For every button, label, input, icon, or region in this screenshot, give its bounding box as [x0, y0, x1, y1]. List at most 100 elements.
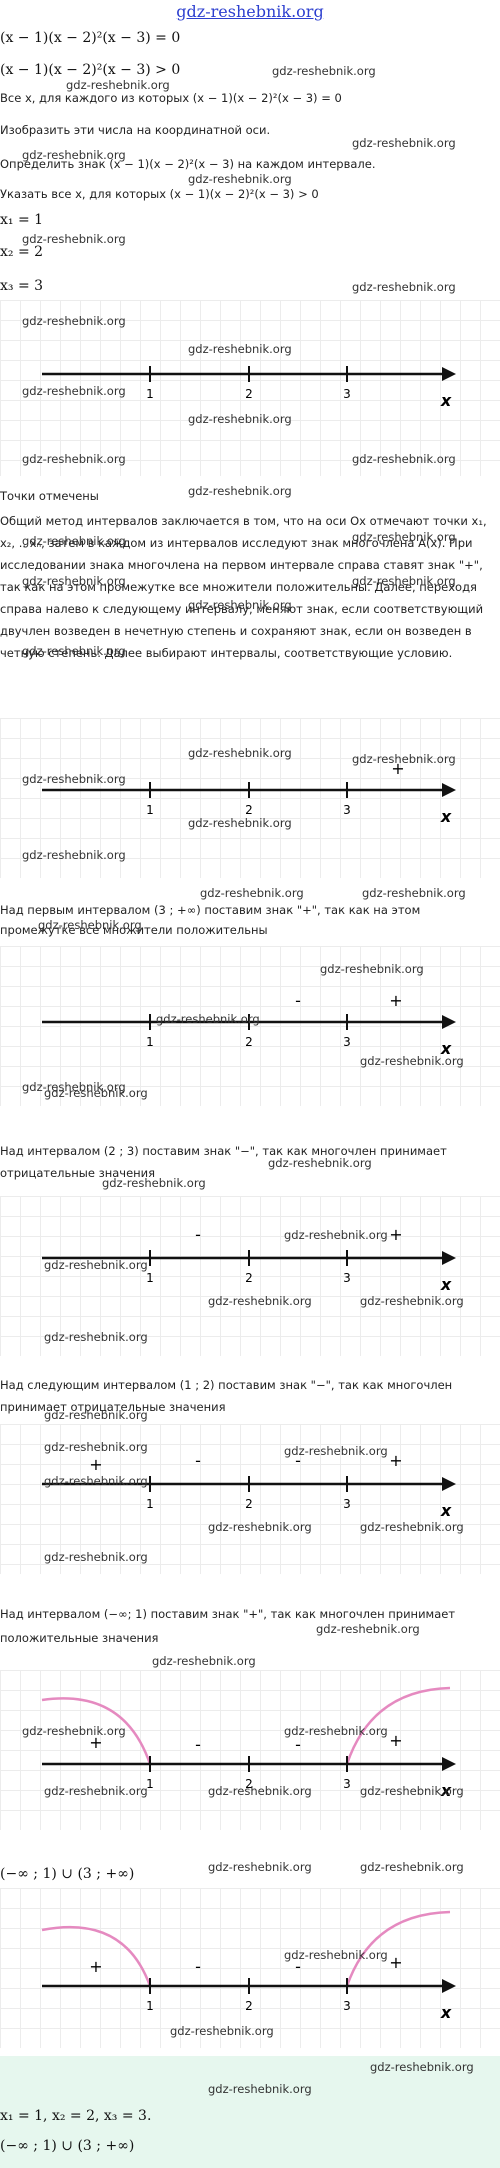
- watermark: gdz-reshebnik.org: [22, 574, 126, 588]
- tick-label-1: 1: [146, 387, 154, 401]
- watermark: gdz-reshebnik.org: [284, 1444, 388, 1458]
- sign-plus: +: [389, 1731, 402, 1750]
- number-line-diagram-3: 1 2 3 x - + gdz-reshebnik.org gdz-resheb…: [0, 946, 500, 1106]
- watermark: gdz-reshebnik.org: [352, 452, 456, 466]
- tick-label-1: 1: [146, 1777, 154, 1791]
- watermark: gdz-reshebnik.org: [22, 1080, 126, 1094]
- root-3: x₃ = 3: [0, 278, 44, 294]
- axis-variable: x: [440, 391, 452, 410]
- watermark: gdz-reshebnik.org: [284, 1228, 388, 1242]
- watermark: gdz-reshebnik.org: [22, 772, 126, 786]
- sign-minus: -: [195, 1957, 201, 1976]
- watermark: gdz-reshebnik.org: [284, 1724, 388, 1738]
- tick-label-3: 3: [343, 803, 351, 817]
- watermark: gdz-reshebnik.org: [44, 1784, 148, 1798]
- tick-label-2: 2: [245, 1271, 253, 1285]
- equation-line: (x − 1)(x − 2)²(x − 3) = 0: [0, 30, 181, 46]
- sign-minus: -: [295, 1735, 301, 1754]
- answer-box: gdz-reshebnik.org gdz-reshebnik.org x₁ =…: [0, 2056, 500, 2168]
- final-roots: x₁ = 1, x₂ = 2, x₃ = 3.: [0, 2108, 152, 2124]
- union-answer: (−∞ ; 1) ∪ (3 ; +∞): [0, 1866, 135, 1882]
- tick-label-2: 2: [245, 1777, 253, 1791]
- sign-minus: -: [295, 991, 301, 1010]
- watermark: gdz-reshebnik.org: [152, 1654, 256, 1668]
- sign-minus: -: [195, 1735, 201, 1754]
- inequality-line: (x − 1)(x − 2)²(x − 3) > 0: [0, 62, 181, 78]
- axis-variable: x: [440, 1781, 452, 1800]
- watermark: gdz-reshebnik.org: [208, 2082, 312, 2096]
- number-line-diagram-2: 1 2 3 x + gdz-reshebnik.org gdz-reshebni…: [0, 718, 500, 878]
- watermark: gdz-reshebnik.org: [170, 2024, 274, 2038]
- watermark: gdz-reshebnik.org: [188, 598, 292, 612]
- watermark: gdz-reshebnik.org: [22, 148, 126, 162]
- watermark: gdz-reshebnik.org: [102, 1176, 206, 1190]
- tick-label-2: 2: [245, 1999, 253, 2013]
- watermark: gdz-reshebnik.org: [22, 232, 126, 246]
- watermark: gdz-reshebnik.org: [208, 1520, 312, 1534]
- watermark: gdz-reshebnik.org: [66, 78, 170, 92]
- watermark: gdz-reshebnik.org: [22, 384, 126, 398]
- watermark: gdz-reshebnik.org: [188, 746, 292, 760]
- watermark: gdz-reshebnik.org: [208, 1860, 312, 1874]
- interval-note-2: Над интервалом (2 ; 3) поставим знак "−"…: [0, 1144, 447, 1180]
- tick-label-2: 2: [245, 1497, 253, 1511]
- tick-label-1: 1: [146, 1271, 154, 1285]
- watermark: gdz-reshebnik.org: [320, 962, 424, 976]
- sign-plus: +: [389, 1225, 402, 1244]
- watermark: gdz-reshebnik.org: [38, 918, 142, 932]
- watermark: gdz-reshebnik.org: [44, 1258, 148, 1272]
- number-line-diagram-1: 1 2 3 x gdz-reshebnik.org gdz-reshebnik.…: [0, 300, 500, 476]
- method-text: Общий метод интервалов заключается в том…: [0, 514, 487, 660]
- watermark: gdz-reshebnik.org: [360, 1294, 464, 1308]
- watermark: gdz-reshebnik.org: [22, 1724, 126, 1738]
- axis-variable: x: [440, 1275, 452, 1294]
- tick-label-2: 2: [245, 387, 253, 401]
- step-text: Изобразить эти числа на координатной оси…: [0, 123, 271, 137]
- sign-plus: +: [389, 991, 402, 1010]
- number-line-diagram-7: 1 2 3 x + - - + gdz-reshebnik.org gdz-re…: [0, 1888, 500, 2048]
- watermark: gdz-reshebnik.org: [200, 886, 304, 900]
- number-line-diagram-6: 1 2 3 x + - - + gdz-reshebnik.org gdz-re…: [0, 1670, 500, 1830]
- number-line-diagram-4: 1 2 3 x - + gdz-reshebnik.org gdz-resheb…: [0, 1196, 500, 1356]
- sign-plus: +: [389, 1953, 402, 1972]
- watermark: gdz-reshebnik.org: [22, 314, 126, 328]
- root-1: x₁ = 1: [0, 212, 44, 228]
- axis-variable: x: [440, 1501, 452, 1520]
- number-line-diagram-5: 1 2 3 x + - - + gdz-reshebnik.org gdz-re…: [0, 1424, 500, 1574]
- sign-plus: +: [89, 1957, 102, 1976]
- watermark: gdz-reshebnik.org: [360, 1054, 464, 1068]
- sign-minus: -: [295, 1957, 301, 1976]
- watermark: gdz-reshebnik.org: [360, 1784, 464, 1798]
- watermark: gdz-reshebnik.org: [44, 1550, 148, 1564]
- step-text: Указать все x, для которых (x − 1)(x − 2…: [0, 187, 319, 201]
- final-answer: (−∞ ; 1) ∪ (3 ; +∞): [0, 2138, 135, 2154]
- sign-minus: -: [295, 1451, 301, 1470]
- watermark: gdz-reshebnik.org: [352, 136, 456, 150]
- watermark: gdz-reshebnik.org: [272, 64, 376, 78]
- watermark: gdz-reshebnik.org: [360, 1860, 464, 1874]
- watermark: gdz-reshebnik.org: [268, 1156, 372, 1170]
- points-marked-text: Точки отмечены: [0, 489, 99, 503]
- interval-note-3: Над следующим интервалом (1 ; 2) постави…: [0, 1378, 453, 1414]
- tick-label-2: 2: [245, 803, 253, 817]
- watermark: gdz-reshebnik.org: [284, 1948, 388, 1962]
- interval-note-1: Над первым интервалом (3 ; +∞) поставим …: [0, 903, 421, 937]
- site-title[interactable]: gdz-reshebnik.org: [176, 2, 324, 21]
- sign-plus: +: [89, 1455, 102, 1474]
- tick-label-1: 1: [146, 1999, 154, 2013]
- watermark: gdz-reshebnik.org: [316, 1622, 420, 1636]
- step-text: Все x, для каждого из которых (x − 1)(x …: [0, 91, 342, 105]
- sign-minus: -: [195, 1225, 201, 1244]
- watermark: gdz-reshebnik.org: [188, 342, 292, 356]
- watermark: gdz-reshebnik.org: [22, 452, 126, 466]
- watermark: gdz-reshebnik.org: [22, 848, 126, 862]
- watermark: gdz-reshebnik.org: [352, 280, 456, 294]
- watermark: gdz-reshebnik.org: [352, 574, 456, 588]
- watermark: gdz-reshebnik.org: [370, 2060, 474, 2074]
- axis-variable: x: [440, 2003, 452, 2022]
- watermark: gdz-reshebnik.org: [44, 1440, 148, 1454]
- tick-label-3: 3: [343, 387, 351, 401]
- watermark: gdz-reshebnik.org: [208, 1294, 312, 1308]
- watermark: gdz-reshebnik.org: [360, 1520, 464, 1534]
- tick-label-2: 2: [245, 1035, 253, 1049]
